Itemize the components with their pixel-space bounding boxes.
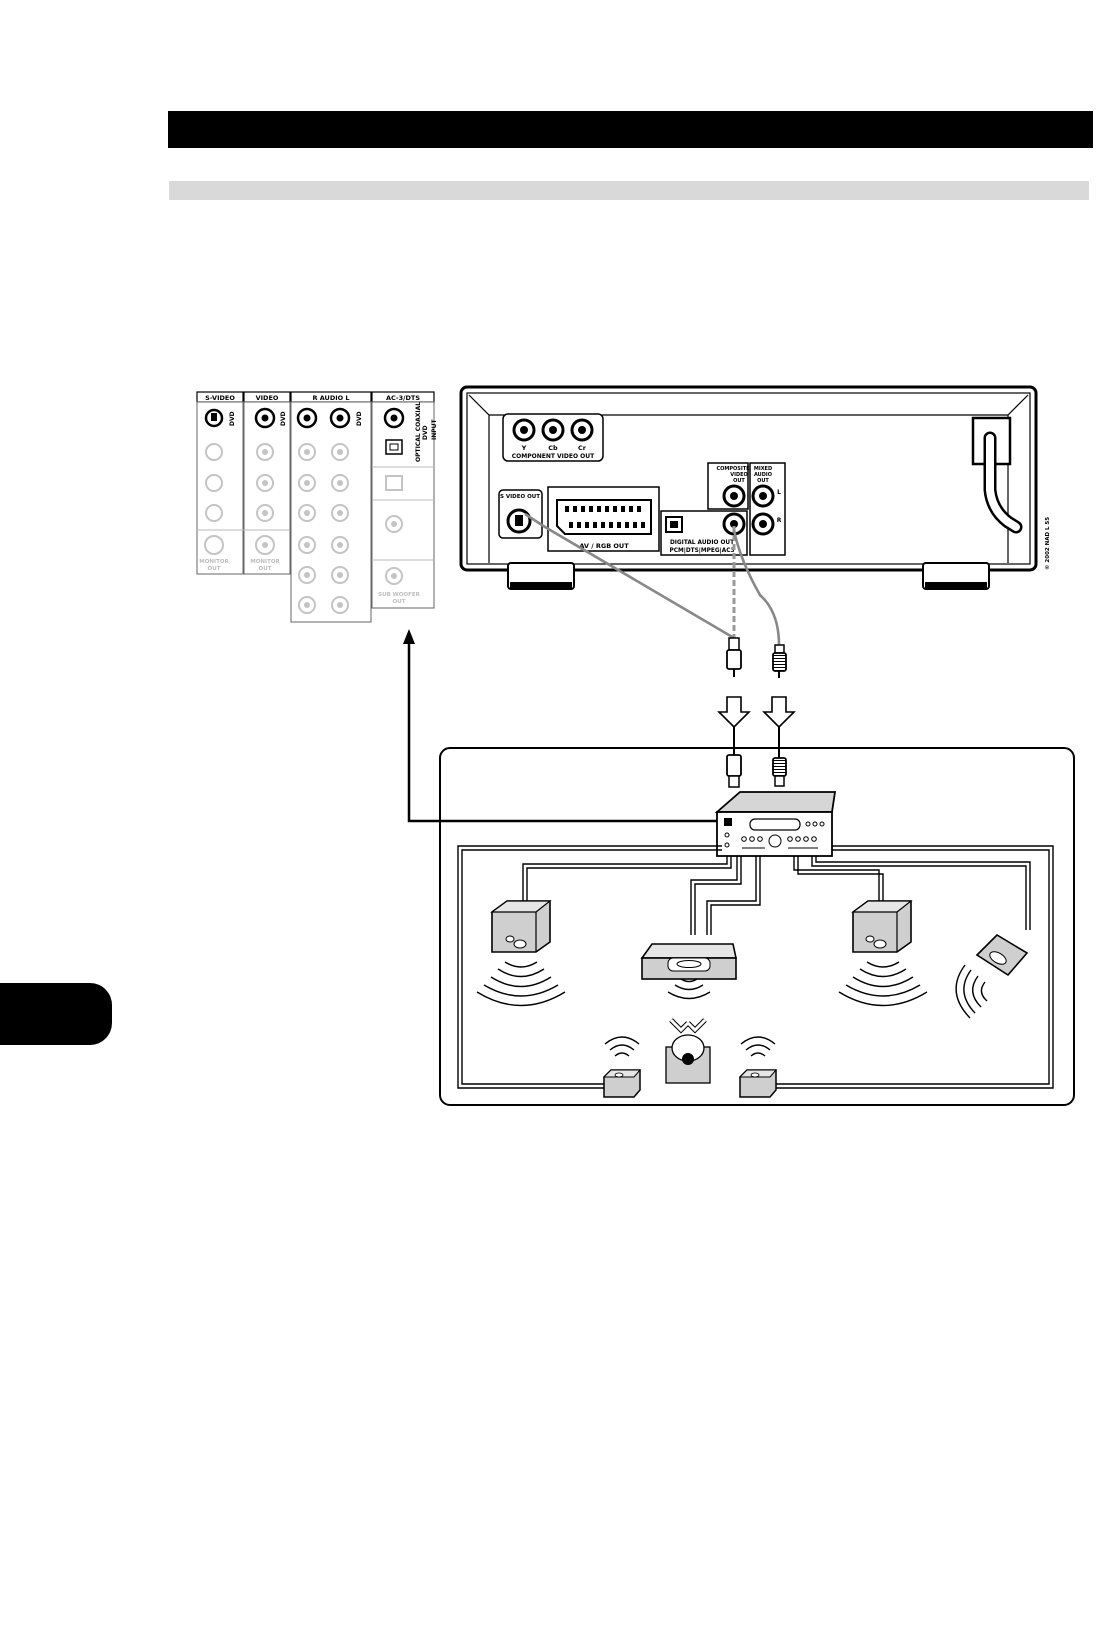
digital-formats-label: PCM|DTS|MPEG|AC3 [669,548,734,554]
coaxial-cable [732,529,781,646]
signal-return-line [407,640,717,823]
composite-label-2: VIDEO [730,472,748,478]
optical-down-arrow [717,696,751,729]
home-theater-room [403,629,1075,1106]
mixed-label-2: AUDIO [754,472,772,478]
sub-woofer-label-2: OUT [393,599,406,605]
optical-plug-bottom [726,754,742,777]
composite-label-3: OUT [733,478,745,484]
speaker-subwoofer [975,933,1029,977]
speaker-rear-left [602,1069,642,1098]
subsection-header-bar [169,181,1089,200]
svideo-col-header: S-VIDEO [205,394,235,402]
av-receiver [714,791,837,857]
mixed-label-1: MIXED [754,466,772,472]
input-label: INPUT [431,418,438,440]
audio-col-header: R AUDIO L [312,394,349,402]
room-outline [439,747,1075,1106]
sound-waves [476,961,988,1057]
chapter-side-tab [0,983,112,1045]
optical-coaxial-label: OPTICAL COAXIAL [415,402,422,462]
av-rgb-out-label: AV / RGB OUT [579,542,629,550]
mixed-label-3: OUT [757,478,769,484]
composite-label-1: COMPOSITE [716,466,750,472]
optical-plug-top [726,649,742,670]
monitor-out-label-video: MONITOR [250,559,280,565]
monitor-out-label-svideo-2: OUT [208,566,221,572]
optical-dvd-label: DVD [422,425,429,440]
coaxial-plug-bottom [772,757,787,777]
component-cb-label: Cb [548,444,558,452]
speaker-rear-right [738,1069,778,1098]
speaker-front-right [851,900,913,953]
listener-figure [665,1018,711,1084]
s-video-out-label: S VIDEO OUT [500,494,540,500]
component-video-out-label: COMPONENT VIDEO OUT [512,453,595,460]
component-cr-label: Cr [578,444,587,452]
s-video-cable [524,512,735,640]
coaxial-plug-top [772,652,787,672]
copyright-label: © 2002 NAD L 55 [1045,517,1051,570]
ac3-col-header: AC-3/DTS [386,394,420,402]
section-header-bar [168,111,1093,148]
dvd-player-rear: Y Cb Cr COMPONENT VIDEO OUT S VIDEO OUT … [459,385,1051,590]
video-col-header: VIDEO [256,394,279,402]
sub-woofer-label: SUB WOOFER [378,592,420,598]
signal-return-arrowhead [403,629,415,644]
scart-connector [556,499,652,535]
dvd-label-video: DVD [280,411,287,426]
digital-audio-out-label: DIGITAL AUDIO OUT [670,540,734,546]
mixed-r-label: R [777,517,782,524]
speaker-center [640,943,737,980]
monitor-out-label-svideo: MONITOR [199,559,229,565]
dvd-label-audio: DVD [356,411,363,426]
component-y-label: Y [521,444,527,452]
speaker-front-left [490,900,552,953]
mixed-l-label: L [777,489,781,496]
monitor-out-label-video-2: OUT [259,566,272,572]
cables [524,512,796,729]
coaxial-down-arrow [762,696,796,729]
receiver-rear-panel: S-VIDEO VIDEO R AUDIO L AC-3/DTS DVD DVD… [196,391,438,623]
dvd-label-svideo: DVD [229,411,236,426]
